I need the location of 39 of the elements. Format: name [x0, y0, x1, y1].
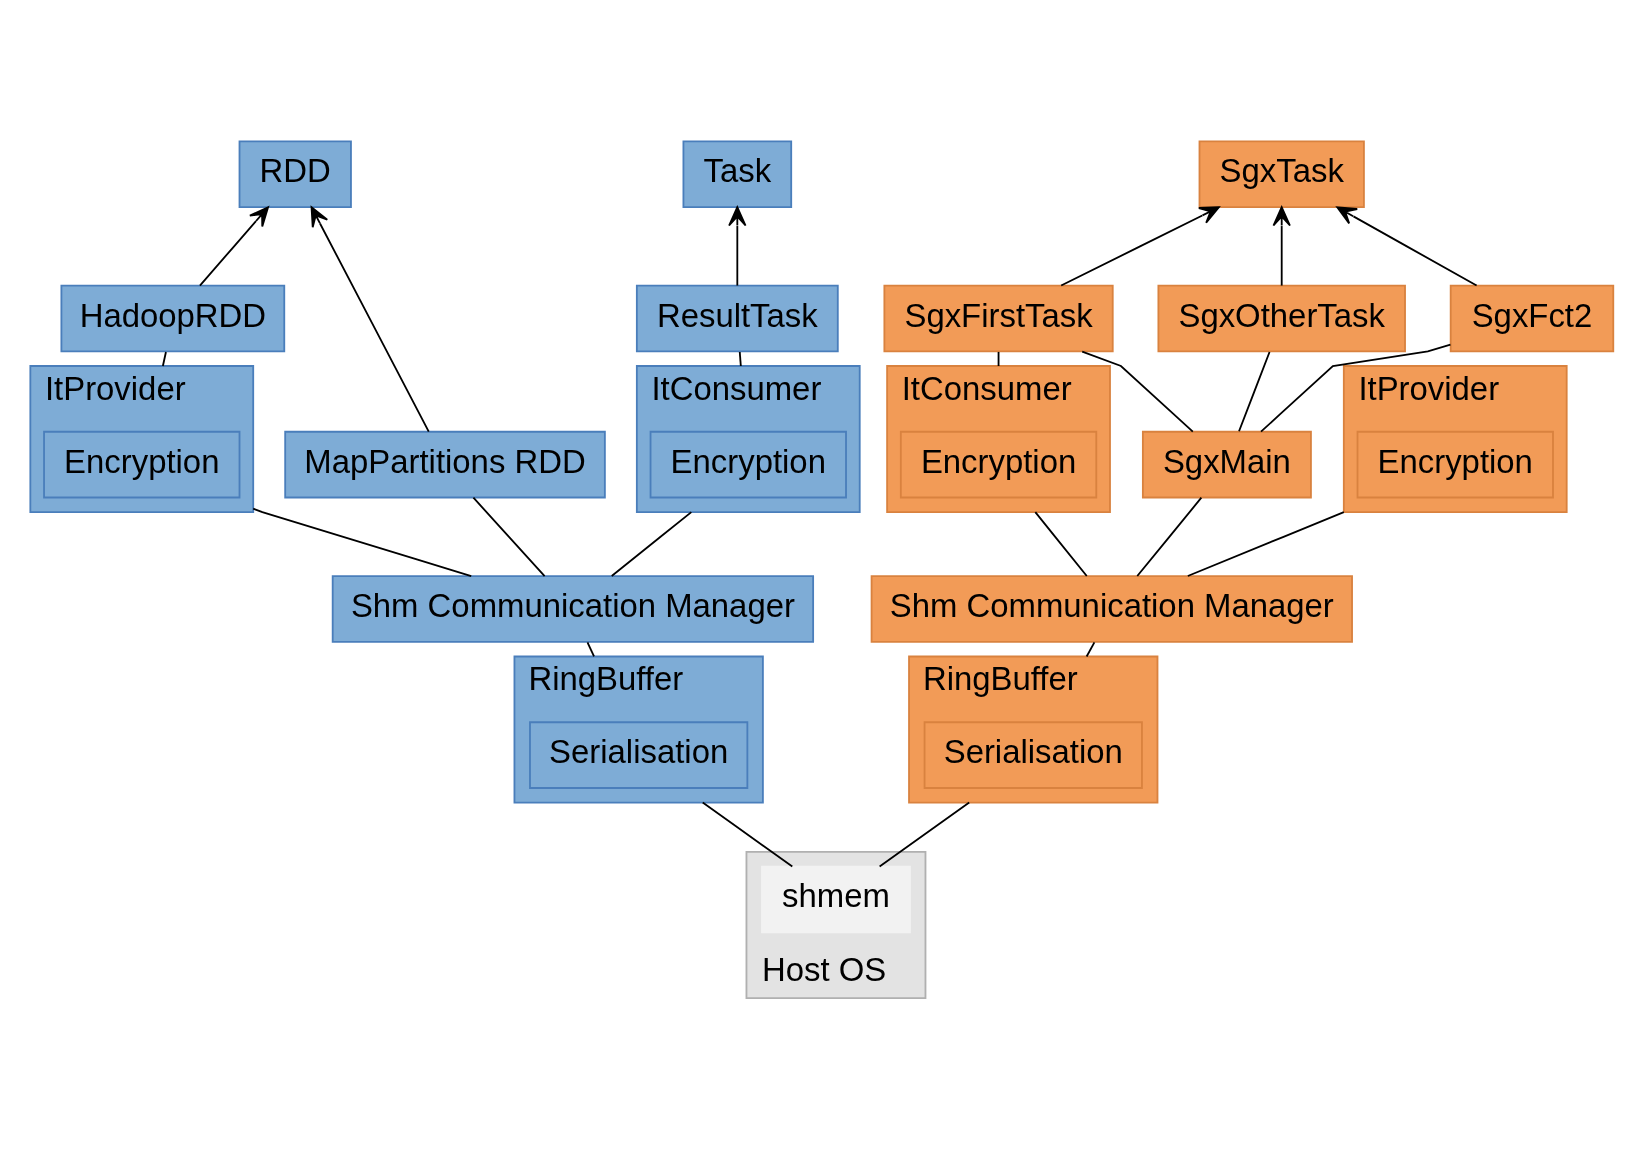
node-box: SgxOtherTask [1157, 284, 1406, 353]
connector [472, 496, 546, 577]
connector [878, 801, 971, 868]
node-box: Encryption [1356, 430, 1554, 499]
node-box: ResultTask [635, 284, 839, 353]
node-box: Task [682, 140, 793, 208]
node-box: Encryption [899, 430, 1098, 499]
arrow [1060, 206, 1220, 287]
connector [701, 801, 794, 868]
node-box: Serialisation [923, 721, 1143, 789]
node-box: RDD [238, 140, 352, 208]
node-box: Encryption [649, 430, 847, 499]
connector [1238, 351, 1271, 433]
node-box: SgxTask [1198, 140, 1365, 208]
connector [1085, 641, 1096, 658]
connector [252, 507, 473, 577]
arrow [728, 206, 747, 287]
node-box: SgxMain [1141, 430, 1312, 499]
arrow [1272, 206, 1291, 287]
connector [610, 511, 693, 577]
connector [161, 351, 167, 367]
arrow [199, 206, 269, 287]
arrow [1336, 206, 1478, 287]
node-box: Shm Communication Manager [870, 575, 1353, 643]
node-box: Shm Communication Manager [331, 575, 815, 643]
node-box: Encryption [43, 430, 241, 499]
connector [1034, 511, 1088, 577]
arrow [310, 206, 430, 433]
node-box: SgxFct2 [1449, 284, 1615, 353]
connector [586, 641, 595, 658]
node-box: SgxFirstTask [883, 284, 1114, 353]
connector [1136, 496, 1203, 577]
connector [738, 351, 742, 367]
connector [1260, 343, 1452, 433]
node-box: HadoopRDD [60, 284, 286, 353]
node-box: MapPartitions RDD [284, 430, 606, 499]
node-box: Serialisation [529, 721, 749, 789]
connector [1186, 511, 1345, 577]
node-box: shmem [761, 865, 911, 934]
